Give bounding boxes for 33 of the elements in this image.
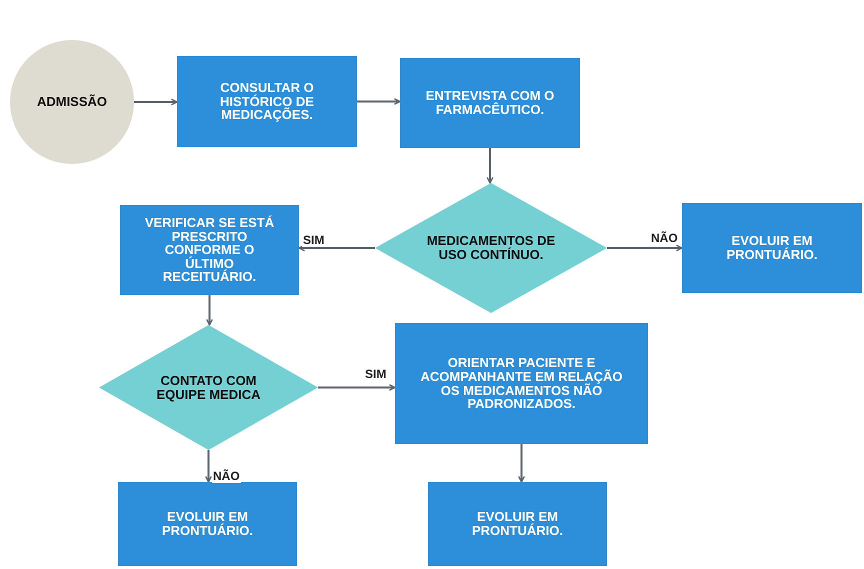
arrow (134, 98, 178, 106)
process-box (177, 56, 357, 147)
node-text: EVOLUIR EM PRONTUÁRIO. (161, 510, 254, 538)
edge-label: SIM (302, 234, 326, 248)
process-box (400, 58, 580, 148)
arrow (607, 244, 683, 252)
node-text: ADMISSÃO (36, 95, 108, 109)
arrow (486, 148, 494, 184)
process-box (395, 323, 648, 444)
node-text: EVOLUIR EM PRONTUÁRIO. (726, 234, 818, 262)
node-text: CONTATO COM EQUIPE MEDICA (155, 374, 262, 402)
arrow (318, 384, 396, 391)
node-text: EVOLUIR EM PRONTUÁRIO. (471, 510, 564, 538)
node-text: ENTREVISTA COM O FARMACÊUTICO. (424, 89, 556, 117)
node-text: CONSULTAR O HISTÓRICO DE MEDICAÇÕES. (219, 81, 315, 122)
process-box (428, 482, 607, 566)
arrow (206, 295, 213, 326)
decision-diamond (99, 325, 318, 450)
edge-label: NÃO (212, 470, 241, 484)
node-text: VERIFICAR SE ESTÁ PRESCRITO CONFORME O ÚLTIMO RECEITUÁRIO. (144, 216, 276, 284)
edge-label: NÃO (650, 232, 679, 246)
arrow (205, 450, 212, 483)
process-box (120, 205, 299, 295)
decision-diamond (375, 183, 607, 313)
start-circle (10, 40, 134, 164)
node-text: ORIENTAR PACIENTE E ACOMPANHANTE EM RELAÇÃO OS MEDICAMENTOS NÃO PADRONIZADOS. (420, 356, 624, 411)
node-text: MEDICAMENTOS DE USO CONTÍNUO. (426, 234, 556, 262)
arrow (518, 444, 525, 483)
edge-label: SIM (364, 368, 388, 382)
process-box (682, 203, 862, 293)
process-box (118, 482, 297, 566)
arrow (357, 98, 401, 105)
arrow (298, 244, 375, 252)
